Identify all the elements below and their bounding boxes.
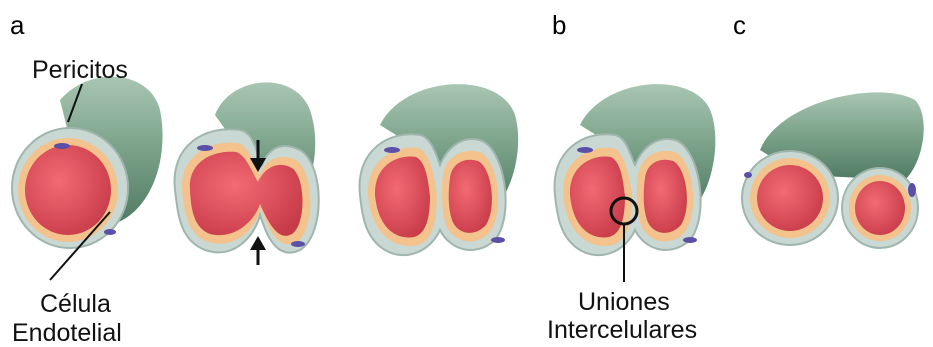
nucleus-icon [384,147,400,153]
vessel-1 [12,77,163,248]
uniones-label-line1: Uniones [578,290,670,315]
celula-label-line2: Endotelial [12,321,122,346]
nucleus-icon [291,241,305,247]
panel-label-b: b [552,10,566,41]
nucleus-icon [744,172,752,178]
nucleus-icon [577,147,593,153]
nucleus-icon [908,183,916,197]
panel-label-c: c [733,10,746,41]
vessel-2 [175,82,319,265]
vessel-5 [742,92,924,248]
vessel-4 [555,84,716,255]
arrow-up-icon [250,236,266,265]
nucleus-icon [683,237,697,243]
uniones-label-line2: Intercelulares [547,318,697,343]
nucleus-icon [54,143,70,149]
nucleus-icon [491,237,505,243]
nucleus-icon [104,229,116,235]
panel-label-a: a [10,10,24,41]
pericitos-label: Pericitos [32,58,128,83]
vessel-3 [360,84,519,255]
celula-label-line1: Célula [40,292,111,317]
nucleus-icon [197,145,213,151]
